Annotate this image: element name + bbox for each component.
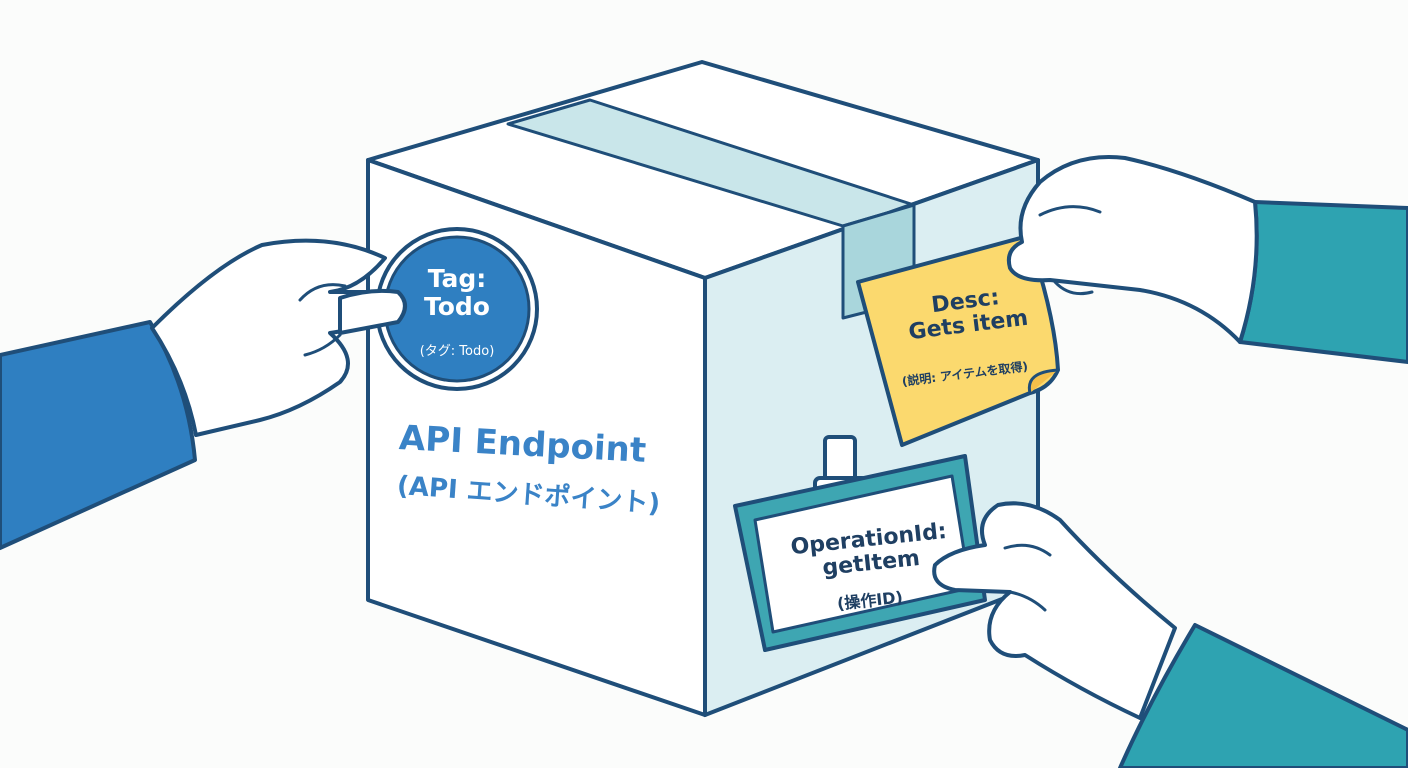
left-sleeve bbox=[0, 320, 197, 550]
operation-badge bbox=[733, 435, 987, 652]
left-thumb bbox=[338, 288, 407, 335]
tag-subtitle: (タグ: Todo) bbox=[419, 344, 495, 359]
tag-sticker bbox=[375, 227, 539, 391]
upper-right-sleeve bbox=[1238, 200, 1408, 364]
desc-sticky-note bbox=[856, 234, 1060, 447]
upper-right-hand bbox=[1006, 155, 1259, 344]
lower-right-hand bbox=[932, 501, 1177, 720]
upper-right-hand-arm bbox=[1238, 200, 1408, 364]
lower-right-sleeve bbox=[1118, 623, 1408, 768]
lower-right-hand-arm bbox=[932, 501, 1408, 768]
left-hand-arm bbox=[0, 238, 407, 550]
tag-title: Tag: Todo bbox=[424, 264, 490, 321]
